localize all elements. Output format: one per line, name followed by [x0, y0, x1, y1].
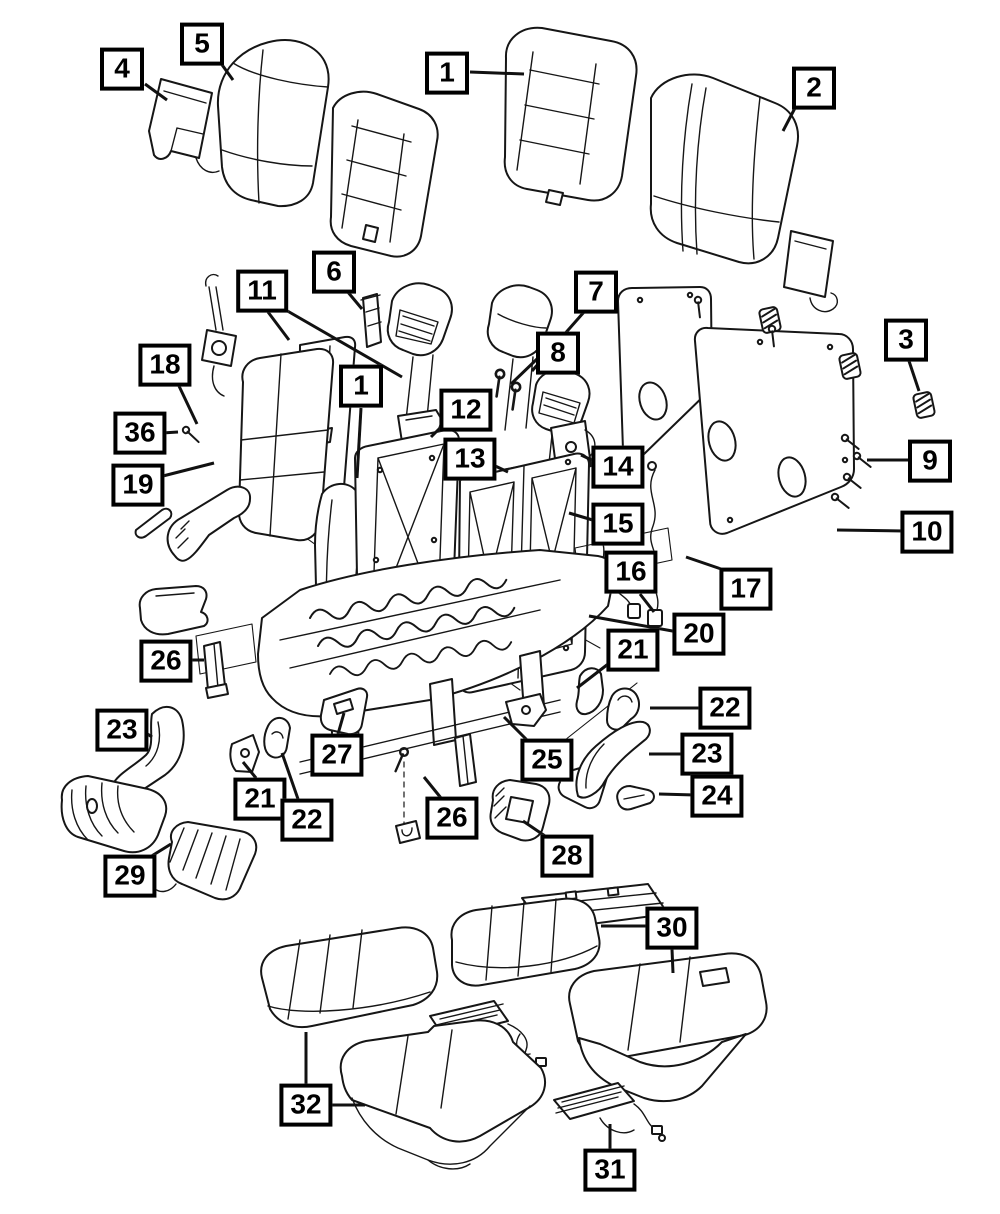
bracket-part21-left [229, 734, 260, 773]
callout-5[interactable]: 5 [180, 22, 224, 66]
leader-line [280, 752, 300, 800]
leader-line [509, 357, 539, 386]
callout-29[interactable]: 29 [103, 854, 157, 898]
callout-17[interactable]: 17 [719, 567, 773, 611]
callout-15[interactable]: 15 [591, 502, 645, 546]
callout-22[interactable]: 22 [698, 686, 752, 730]
leader-line [588, 614, 679, 634]
hook-part22-left [263, 717, 291, 759]
callout-36[interactable]: 36 [113, 411, 167, 455]
floor-duct [60, 775, 168, 854]
callout-22[interactable]: 22 [280, 798, 334, 842]
cushion-center-large [568, 952, 768, 1103]
callout-10[interactable]: 10 [900, 510, 954, 554]
bracket-part21-right [575, 667, 604, 716]
bracket-part26-right [454, 733, 477, 787]
leader-line [345, 290, 364, 310]
callout-31[interactable]: 31 [583, 1148, 637, 1192]
leader-line [907, 360, 921, 392]
callout-4[interactable]: 4 [100, 47, 144, 91]
corner-latch-part25 [505, 693, 547, 727]
leader-line [638, 593, 656, 613]
seat-back-foam-right-part1 [503, 26, 638, 206]
armrest-foam-panel [237, 347, 335, 542]
leader-line [241, 761, 258, 779]
heater-mat-lower-part31 [553, 1082, 666, 1142]
leader-lines [142, 61, 921, 1149]
callout-21[interactable]: 21 [233, 777, 287, 821]
cushion-upper-left [260, 926, 439, 1028]
callout-24[interactable]: 24 [690, 774, 744, 818]
callout-3[interactable]: 3 [884, 318, 928, 362]
rear-panel-small [783, 230, 838, 313]
callout-27[interactable]: 27 [310, 733, 364, 777]
load-floor-panel-right [693, 326, 855, 535]
seat-back-cover-right-part2 [649, 73, 799, 265]
callout-13[interactable]: 13 [443, 437, 497, 481]
leader-line [781, 107, 797, 132]
callout-2[interactable]: 2 [792, 66, 836, 110]
side-shield-part23-right [575, 720, 651, 799]
callout-19[interactable]: 19 [111, 463, 165, 507]
callout-8[interactable]: 8 [536, 331, 580, 375]
leader-line [355, 407, 363, 479]
callout-1[interactable]: 1 [425, 51, 469, 95]
seat-back-board-left-part1 [329, 90, 439, 258]
seat-belt-retractor [201, 273, 237, 397]
callout-6[interactable]: 6 [312, 250, 356, 294]
bracket-part27 [319, 687, 369, 736]
seat-back-cover-left-part5 [216, 39, 330, 208]
callout-21[interactable]: 21 [606, 628, 660, 672]
leader-line [177, 385, 199, 425]
callout-18[interactable]: 18 [138, 343, 192, 387]
callout-16[interactable]: 16 [604, 550, 658, 594]
cushion-upper-right-part30 [450, 897, 601, 987]
leader-line [158, 461, 215, 479]
leader-line [836, 528, 905, 533]
callout-30[interactable]: 30 [645, 906, 699, 950]
leader-line [144, 82, 168, 102]
callout-14[interactable]: 14 [591, 445, 645, 489]
handle-strip [134, 507, 173, 539]
callout-28[interactable]: 28 [540, 834, 594, 878]
wiring-harness-part17 [647, 461, 663, 627]
leader-line [670, 948, 675, 974]
bezel-part28 [489, 779, 551, 842]
headrest-guide-sleeve-part6 [360, 293, 382, 348]
callout-25[interactable]: 25 [520, 738, 574, 782]
leader-line [469, 70, 525, 76]
callout-11[interactable]: 11 [236, 269, 288, 313]
callout-26[interactable]: 26 [139, 639, 193, 683]
leader-line [502, 715, 530, 743]
callout-12[interactable]: 12 [439, 388, 493, 432]
cushion-lower-left-part32 [339, 1019, 546, 1170]
callout-23[interactable]: 23 [680, 732, 734, 776]
callout-7[interactable]: 7 [574, 270, 618, 314]
leader-line [658, 792, 696, 797]
callout-1[interactable]: 1 [339, 364, 383, 408]
callout-20[interactable]: 20 [672, 612, 726, 656]
headrest-left-part7 [386, 282, 453, 421]
pivot-shield [138, 585, 209, 636]
side-shield-part19 [166, 485, 252, 562]
bracket-part26-left [203, 641, 229, 699]
striker-plate [395, 820, 421, 844]
leader-line [336, 712, 346, 735]
leader-line [422, 776, 443, 799]
leader-line [266, 311, 291, 341]
callout-23[interactable]: 23 [95, 708, 149, 752]
leader-line [576, 659, 613, 690]
callout-26[interactable]: 26 [425, 796, 479, 840]
callout-9[interactable]: 9 [908, 439, 952, 483]
strap-part24 [616, 785, 655, 811]
callout-32[interactable]: 32 [279, 1083, 333, 1127]
handle-bezel-part22-right [606, 687, 640, 731]
